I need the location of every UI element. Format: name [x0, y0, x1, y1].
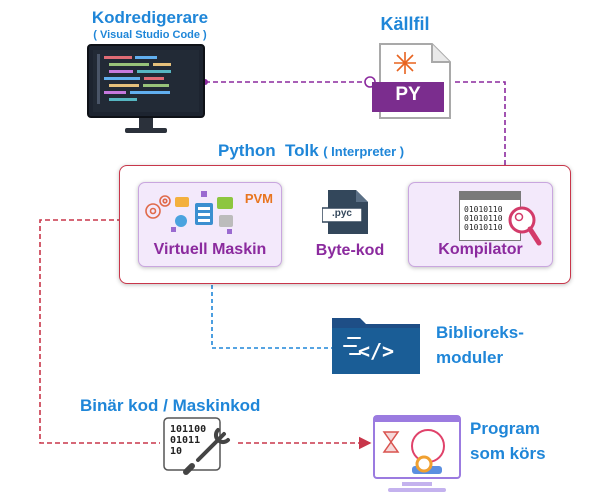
libraries-line-1: Biblioreks- [436, 323, 524, 342]
binary-title: Binär kod / Maskinkod [80, 396, 261, 415]
program-line-2: som körs [470, 444, 546, 463]
code-folder-icon: </> [330, 312, 422, 381]
libraries-to-vm-line [200, 269, 335, 349]
python-badge: PY [395, 84, 421, 105]
compiler-binary-line-2: 01010110 [464, 214, 503, 223]
editor-subtitle: ( Visual Studio Code ) [93, 29, 207, 41]
program-line-1: Program [470, 419, 540, 438]
binary-line-3: 10 [170, 446, 183, 457]
compiler-card: 01010110 01010110 01010110 Kompilator [408, 182, 553, 267]
monitor-code-icon [87, 44, 205, 141]
compiler-binary-line-1: 01010110 [464, 205, 503, 214]
virtual-machine-label: Virtuell Maskin [153, 241, 267, 258]
interpreter-subtitle: ( Interpreter ) [323, 144, 405, 159]
compiler-binary-line-3: 01010110 [464, 223, 503, 232]
libraries-line-2: moduler [436, 348, 504, 367]
source-file-title: Källfil [380, 14, 430, 34]
pyc-extension: .pyc [331, 208, 352, 219]
interpreter-title: Python Tolk [218, 141, 319, 160]
virtual-machine-icon [141, 185, 251, 242]
interpreter-heading: Python Tolk ( Interpreter ) [218, 141, 404, 161]
pyc-file-icon [321, 188, 374, 243]
virtual-machine-card: PVM Virtuell Maskin [138, 182, 282, 267]
editor-title: Kodredigerare [91, 8, 209, 27]
compiler-label: Kompilator [438, 241, 523, 258]
magnifier-icon [508, 206, 542, 246]
pvm-badge: PVM [244, 191, 273, 206]
file-to-compiler-line [455, 81, 506, 180]
binary-line-1: 101100 [170, 424, 207, 435]
libraries-text: Biblioreks- moduler [436, 320, 524, 370]
bytecode-label: Byte-kod [315, 242, 385, 259]
running-program-icon [372, 414, 464, 499]
program-text: Program som körs [470, 416, 546, 466]
binary-wrench-icon: 101100 01011 10 [162, 416, 236, 476]
svg-text:</>: </> [358, 339, 394, 363]
vm-to-binary-line [39, 219, 160, 444]
python-file-icon [372, 42, 458, 127]
binary-line-2: 01011 [170, 435, 201, 446]
